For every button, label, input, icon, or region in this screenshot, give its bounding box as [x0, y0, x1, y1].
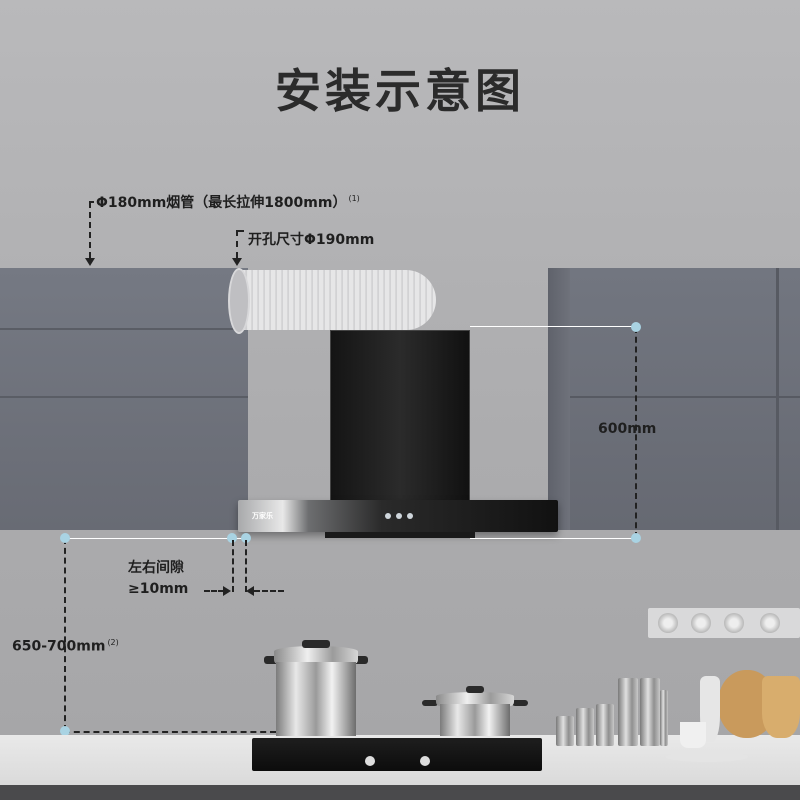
arrow-down-icon [232, 258, 242, 266]
hood-brand-logo: 万家乐 [252, 512, 273, 520]
gas-cooktop [252, 738, 542, 771]
spice-jar [596, 704, 614, 746]
pot-handle [422, 700, 438, 706]
hood-bottom-strip [325, 532, 475, 538]
height-range-line [64, 538, 66, 731]
knob-icon [365, 756, 375, 766]
pot-handle [512, 700, 528, 706]
cutting-board [762, 676, 800, 738]
small-pot [440, 704, 510, 736]
hole-size-label: 开孔尺寸Φ190mm [248, 232, 375, 248]
duct-size-label: Φ180mm烟管（最长拉伸1800mm）(1) [96, 192, 360, 212]
hood-button-icon [407, 513, 413, 519]
spice-jar [660, 690, 668, 746]
duct-leader-line [89, 201, 94, 203]
pot-handle [264, 656, 282, 664]
duct-size-text: Φ180mm烟管（最长拉伸1800mm） [96, 195, 347, 211]
outlet-icon [724, 613, 744, 633]
pot-lid [436, 692, 514, 706]
height-range-footnote: (2) [107, 638, 119, 647]
saucer [666, 752, 748, 762]
left-wall-cabinet [0, 268, 248, 530]
right-wall-cabinet [548, 268, 800, 530]
duct-opening [228, 268, 250, 334]
height-range-label: 650-700mm(2) [12, 638, 119, 655]
arrow-left-icon [246, 586, 254, 596]
spice-jar [640, 678, 660, 746]
dimension-guide-line [470, 538, 636, 539]
gap-guide-line [245, 540, 247, 592]
height-600-line [635, 327, 637, 538]
duct-footnote: (1) [348, 194, 360, 204]
hole-leader-line [236, 230, 244, 232]
spice-jar [576, 708, 594, 746]
gap-guide-line [232, 540, 234, 592]
cabinet-edge [548, 268, 570, 530]
gap-arrow-line [204, 590, 224, 592]
hole-leader-line [236, 230, 238, 258]
dimension-guide-line [470, 326, 636, 327]
dimension-dot [631, 533, 641, 543]
hood-button-icon [396, 513, 402, 519]
arrow-down-icon [85, 258, 95, 266]
dimension-dot [60, 533, 70, 543]
cabinet-seam [0, 396, 248, 398]
cabinet-seam [0, 328, 248, 330]
stockpot [276, 662, 356, 736]
lid-knob [302, 640, 330, 648]
knob-icon [420, 756, 430, 766]
height-range-text: 650-700mm [12, 638, 106, 655]
pot-lid [274, 646, 358, 664]
arrow-right-icon [223, 586, 231, 596]
dimension-dot [241, 533, 251, 543]
outlet-icon [691, 613, 711, 633]
lid-knob [466, 686, 484, 693]
gap-arrow-line [254, 590, 284, 592]
dimension-dot [227, 533, 237, 543]
page-title: 安装示意图 [275, 64, 525, 118]
dimension-guide-line [64, 538, 244, 539]
pot-handle [350, 656, 368, 664]
height-600-label: 600mm [598, 421, 657, 437]
exhaust-duct [236, 270, 436, 330]
teacup [680, 722, 706, 748]
spice-jar [556, 716, 574, 746]
gap-label-line1: 左右间隙 [128, 560, 184, 576]
cooktop-level-line [64, 731, 276, 733]
spice-jar [618, 678, 638, 746]
cabinet-seam [776, 268, 779, 530]
counter-front-edge [0, 785, 800, 800]
cabinet-seam [570, 396, 800, 398]
wall-outlet-strip [648, 608, 800, 638]
gap-label-line2: ≥10mm [128, 581, 189, 597]
dimension-dot [60, 726, 70, 736]
outlet-icon [760, 613, 780, 633]
outlet-icon [658, 613, 678, 633]
hood-button-icon [385, 513, 391, 519]
range-hood-body [330, 330, 470, 507]
dimension-dot [631, 322, 641, 332]
duct-leader-line [89, 202, 91, 258]
